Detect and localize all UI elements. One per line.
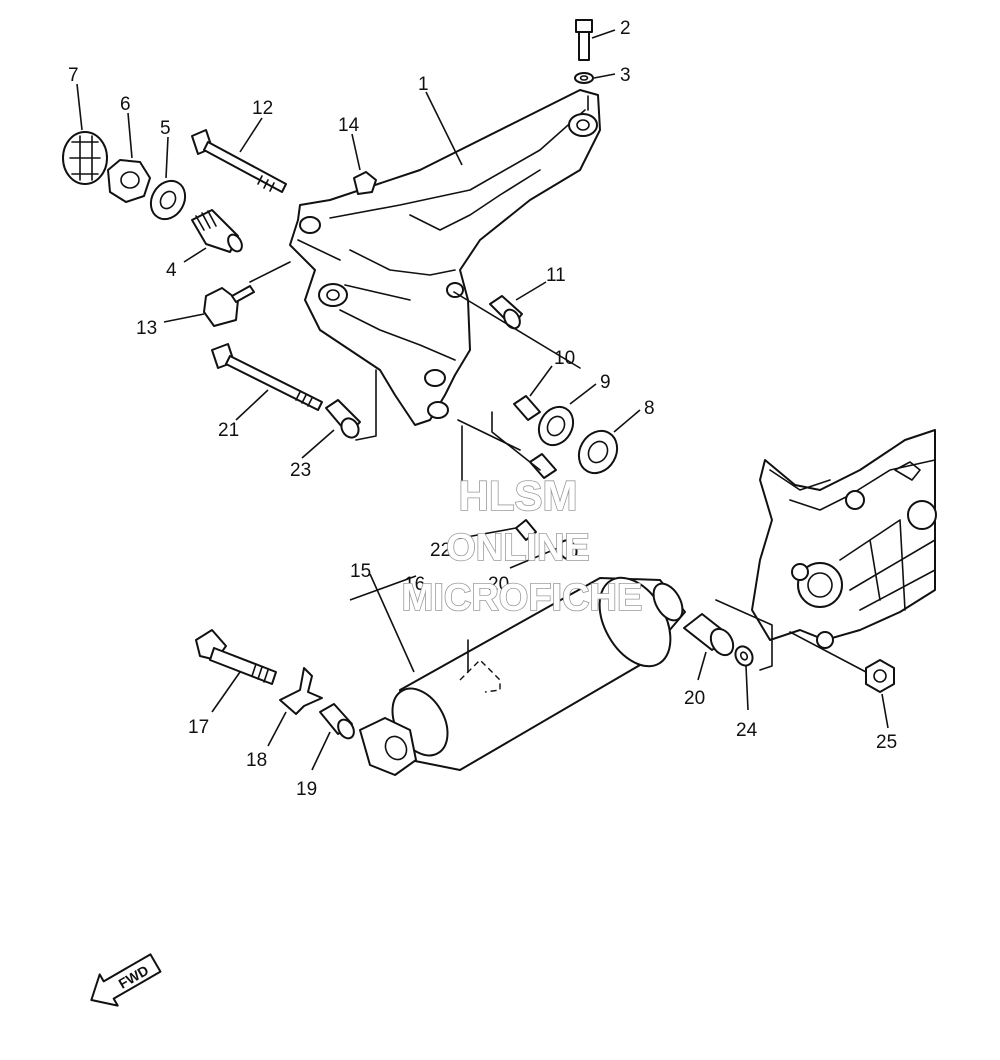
callout-18: 18 xyxy=(246,750,267,771)
callout-16: 16 xyxy=(404,574,425,595)
callout-19: 19 xyxy=(296,779,317,800)
callout-11: 11 xyxy=(546,265,566,286)
pivot-shaft-4 xyxy=(191,209,243,253)
bolt-13 xyxy=(203,285,255,327)
crankcase-housing xyxy=(751,429,937,649)
callout-7: 7 xyxy=(68,65,79,86)
bolt-17 xyxy=(195,629,277,685)
watermark-line-2: ONLINE xyxy=(446,527,590,569)
callout-5: 5 xyxy=(160,118,171,139)
fwd-arrow-icon: FWD xyxy=(90,953,162,1007)
collar-upper xyxy=(529,453,557,479)
collar-10 xyxy=(513,395,541,421)
nut-14 xyxy=(353,171,377,195)
callout-4: 4 xyxy=(166,260,177,281)
nut-25 xyxy=(865,659,895,693)
washer-5 xyxy=(149,179,187,221)
callout-1: 1 xyxy=(418,74,429,95)
cap-7 xyxy=(62,131,108,185)
collar-22 xyxy=(515,519,537,541)
collar-20-lower xyxy=(683,613,735,657)
callout-21: 21 xyxy=(218,420,239,441)
bearing-9 xyxy=(537,405,575,447)
callout-6: 6 xyxy=(120,94,131,115)
callout-2: 2 xyxy=(620,18,631,39)
callout-13: 13 xyxy=(136,318,157,339)
callout-10: 10 xyxy=(554,348,575,369)
callout-17: 17 xyxy=(188,717,209,738)
bolt-2 xyxy=(575,19,593,61)
shock-absorber xyxy=(359,576,686,776)
collar-19 xyxy=(319,703,355,740)
callout-20-lower: 20 xyxy=(684,688,705,709)
callout-9: 9 xyxy=(600,372,611,393)
leader-lines xyxy=(76,29,889,771)
watermark-line-3: MICROFICHE xyxy=(402,577,643,619)
watermark-line-1: HLSM xyxy=(459,472,578,519)
callout-3: 3 xyxy=(620,65,631,86)
callout-labels: 1 2 3 4 5 6 7 8 9 10 11 12 13 14 15 16 1… xyxy=(68,18,897,800)
callout-14: 14 xyxy=(338,115,360,136)
bearing-8 xyxy=(577,429,619,475)
watermark: HLSM ONLINE MICROFICHE xyxy=(401,471,643,620)
callout-15: 15 xyxy=(350,561,371,582)
nut-6 xyxy=(107,159,151,203)
callout-8: 8 xyxy=(644,398,655,419)
washer-3 xyxy=(574,72,594,84)
collar-23 xyxy=(325,399,361,439)
callout-22: 22 xyxy=(430,540,451,561)
washer-24 xyxy=(734,645,754,667)
callout-25: 25 xyxy=(876,732,897,753)
callout-20-upper: 20 xyxy=(488,574,509,595)
bracket-18 xyxy=(279,667,323,715)
collar-11 xyxy=(489,295,523,330)
callout-12: 12 xyxy=(252,98,273,119)
rear-arm-bracket xyxy=(289,89,601,426)
callout-24: 24 xyxy=(736,720,758,741)
callout-23: 23 xyxy=(290,460,311,481)
bolt-12 xyxy=(191,129,287,193)
collar-20-upper xyxy=(558,539,578,561)
bolt-21 xyxy=(211,343,323,411)
